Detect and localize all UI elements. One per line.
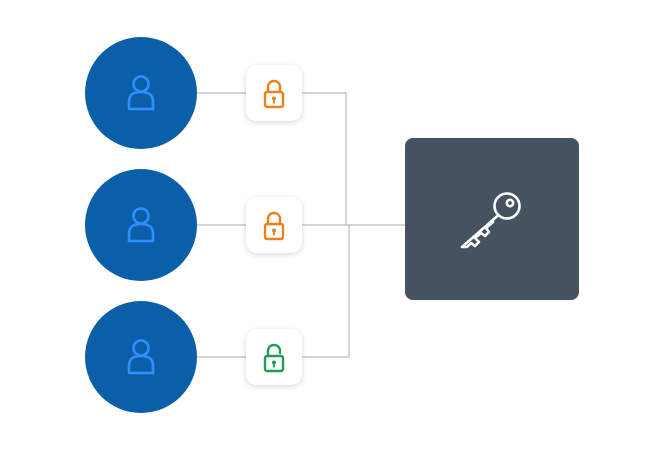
padlock-unlocked-icon <box>263 343 285 373</box>
key-node <box>405 138 579 300</box>
user-icon <box>127 339 155 375</box>
user-icon <box>127 207 155 243</box>
lock-tile-2 <box>246 197 302 253</box>
connector-lock-1 <box>301 92 347 225</box>
key-icon <box>460 192 521 249</box>
user-node-2 <box>85 169 197 281</box>
padlock-locked-icon <box>263 79 285 109</box>
lock-tile-1 <box>246 65 302 121</box>
connector-lock-3 <box>301 225 350 358</box>
connectors <box>197 92 405 358</box>
user-icon <box>127 75 155 111</box>
user-node-1 <box>85 37 197 149</box>
user-node-3 <box>85 301 197 413</box>
padlock-locked-icon <box>263 211 285 241</box>
lock-tile-3 <box>246 329 302 385</box>
